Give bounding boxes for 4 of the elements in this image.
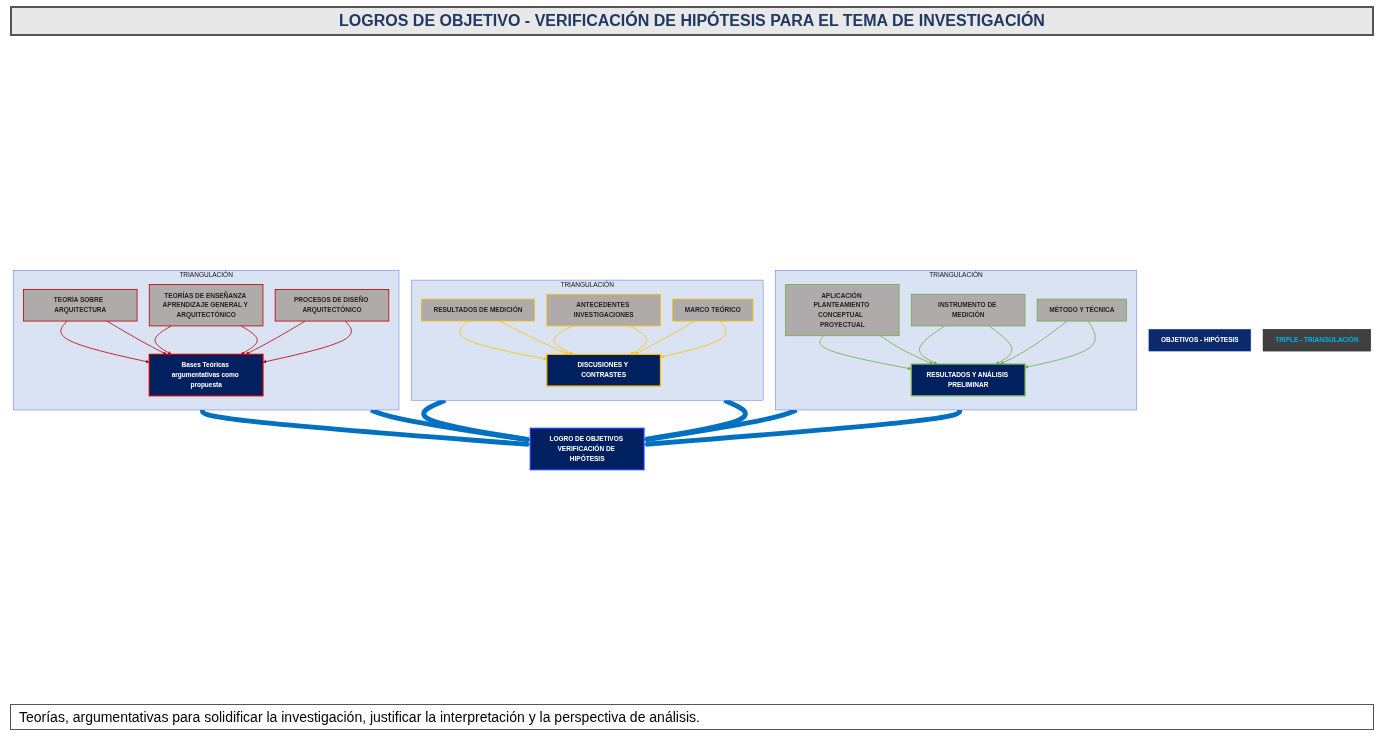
arrow [200,409,531,447]
title-banner: LOGROS DE OBJETIVO - VERIFICACIÓN DE HIPÓTESIS PARA EL TEMA DE INVESTIGACIÓN [10,6,1374,36]
caption-text: Teorías, argumentativas para solidificar la investigación, justificar la interpretación y la perspectiva de análisis. [10,704,1374,730]
arrow [643,409,963,447]
